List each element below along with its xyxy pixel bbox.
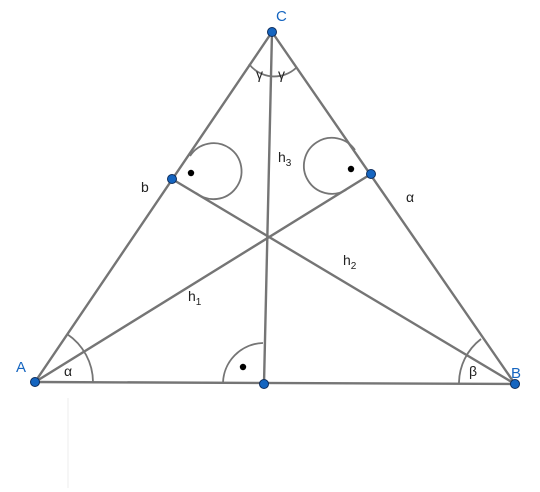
side-ab bbox=[33, 380, 517, 386]
vertex-label-a: A bbox=[16, 359, 26, 376]
right-angle-arc-h3 bbox=[222, 342, 264, 385]
point-a bbox=[30, 377, 40, 387]
right-angle-arc-h2 bbox=[189, 142, 243, 201]
point-c bbox=[267, 27, 277, 37]
right-angle-dot-h1 bbox=[347, 165, 355, 173]
height-label-h3: h3 bbox=[278, 149, 292, 169]
angle-arc-alpha bbox=[66, 333, 94, 383]
right-angle-arc-h1 bbox=[303, 136, 356, 195]
height-label-h2: h2 bbox=[343, 252, 357, 272]
vertex-label-b: B bbox=[511, 365, 521, 382]
altitude-h2 bbox=[170, 177, 517, 386]
right-angle-dot-h2 bbox=[187, 169, 195, 177]
foot-h1 bbox=[366, 169, 376, 179]
side-ac bbox=[33, 30, 274, 384]
angle-label-gamma-left: γ bbox=[256, 66, 263, 82]
foot-h3 bbox=[259, 379, 269, 389]
altitude-h1 bbox=[33, 172, 373, 384]
angle-label-gamma-right: γ bbox=[278, 66, 285, 82]
angle-arc-beta bbox=[458, 338, 482, 385]
side-label-a: α bbox=[406, 189, 414, 205]
vertex-label-c: C bbox=[276, 8, 287, 25]
angle-label-beta: β bbox=[469, 363, 477, 379]
angle-arc-gamma bbox=[248, 63, 297, 78]
altitude-h3 bbox=[262, 30, 274, 386]
height-label-h1: h1 bbox=[188, 288, 202, 308]
right-angle-dot-h3 bbox=[239, 363, 247, 371]
foot-h2 bbox=[167, 174, 177, 184]
side-label-b: b bbox=[141, 179, 149, 195]
point-b bbox=[510, 379, 520, 389]
angle-label-alpha: α bbox=[64, 363, 72, 379]
side-bc bbox=[270, 30, 517, 386]
